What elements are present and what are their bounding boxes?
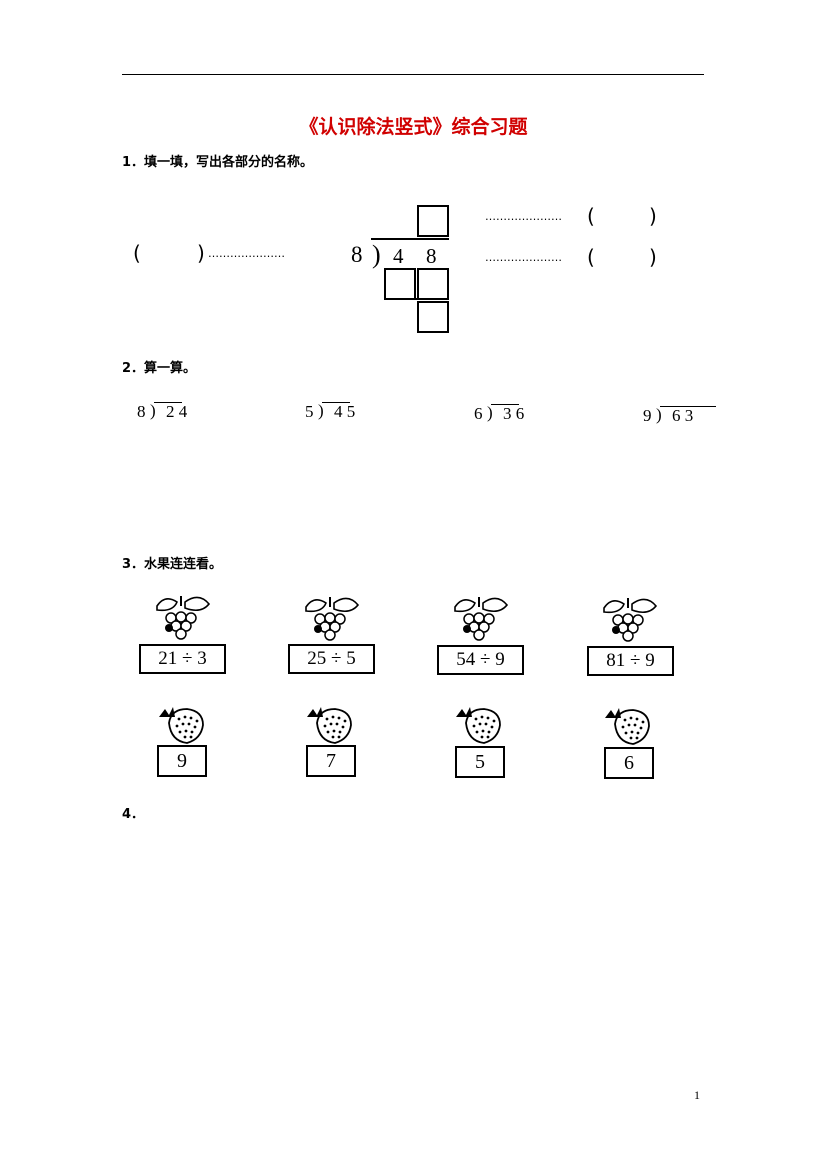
strawberry-icon	[605, 708, 650, 745]
dotted-leader: …………………	[208, 247, 285, 260]
division-bar	[371, 238, 449, 240]
problem-divisor: 9	[643, 406, 652, 425]
grape-icon	[603, 598, 658, 642]
problem-dividend: 6 3	[672, 406, 694, 425]
problem-dividend: 2 4	[166, 402, 188, 421]
remainder-box[interactable]	[417, 301, 449, 333]
question-3-label: 3．水果连连看。	[122, 557, 223, 572]
problem-divisor: 8	[137, 402, 146, 421]
division-bracket: )	[487, 403, 493, 422]
strawberry-number[interactable]: 7	[306, 745, 356, 777]
answer-paren-close: )	[649, 204, 657, 228]
grape-expression[interactable]: 25 ÷ 5	[288, 644, 375, 674]
grape-icon	[156, 596, 211, 640]
answer-paren-open: (	[133, 241, 141, 265]
division-problem: 5 ) 4 5	[305, 401, 356, 426]
dividend-digit-1: 4	[393, 244, 404, 268]
page-number: 1	[694, 1088, 700, 1102]
subtraction-bar	[384, 298, 449, 300]
division-problem: 8 ) 2 4	[137, 401, 188, 426]
division-problem: 6 ) 3 6	[474, 403, 525, 428]
strawberry-number[interactable]: 6	[604, 747, 654, 779]
grape-expression[interactable]: 81 ÷ 9	[587, 646, 674, 676]
divisor: 8	[351, 242, 363, 267]
answer-paren-close: )	[197, 241, 205, 265]
grape-icon	[454, 597, 509, 641]
answer-blank-quotient[interactable]	[602, 207, 646, 231]
product-box-2[interactable]	[417, 268, 449, 300]
division-problem: 9 ) 6 3	[643, 405, 717, 430]
quotient-box[interactable]	[417, 205, 449, 237]
problem-divisor: 5	[305, 402, 314, 421]
strawberry-number[interactable]: 9	[157, 745, 207, 777]
division-bracket: )	[372, 240, 381, 269]
division-bracket: )	[318, 401, 324, 420]
grape-icon	[305, 597, 360, 641]
problem-dividend: 4 5	[334, 402, 356, 421]
page-title: 《认识除法竖式》综合习题	[299, 116, 528, 138]
answer-blank-dividend[interactable]	[602, 248, 646, 272]
product-box-1[interactable]	[384, 268, 416, 300]
strawberry-icon	[159, 707, 204, 744]
answer-paren-close: )	[649, 245, 657, 269]
question-1-label: 1．填一填，写出各部分的名称。	[122, 155, 314, 170]
dividend-digit-2: 8	[426, 244, 437, 268]
dotted-leader: …………………	[485, 251, 562, 264]
grape-expression[interactable]: 54 ÷ 9	[437, 645, 524, 675]
division-bracket: )	[656, 405, 662, 424]
header-rule	[122, 74, 704, 75]
dotted-leader: …………………	[485, 210, 562, 223]
grape-expression[interactable]: 21 ÷ 3	[139, 644, 226, 674]
answer-paren-open: (	[587, 204, 595, 228]
question-2-label: 2．算一算。	[122, 361, 197, 376]
problem-dividend: 3 6	[503, 404, 525, 423]
answer-paren-open: (	[587, 245, 595, 269]
strawberry-icon	[307, 707, 352, 744]
question-4-label: 4．	[122, 807, 145, 822]
answer-blank-left[interactable]	[148, 244, 194, 268]
division-bracket: )	[150, 401, 156, 420]
strawberry-icon	[456, 707, 501, 744]
strawberry-number[interactable]: 5	[455, 746, 505, 778]
problem-divisor: 6	[474, 404, 483, 423]
